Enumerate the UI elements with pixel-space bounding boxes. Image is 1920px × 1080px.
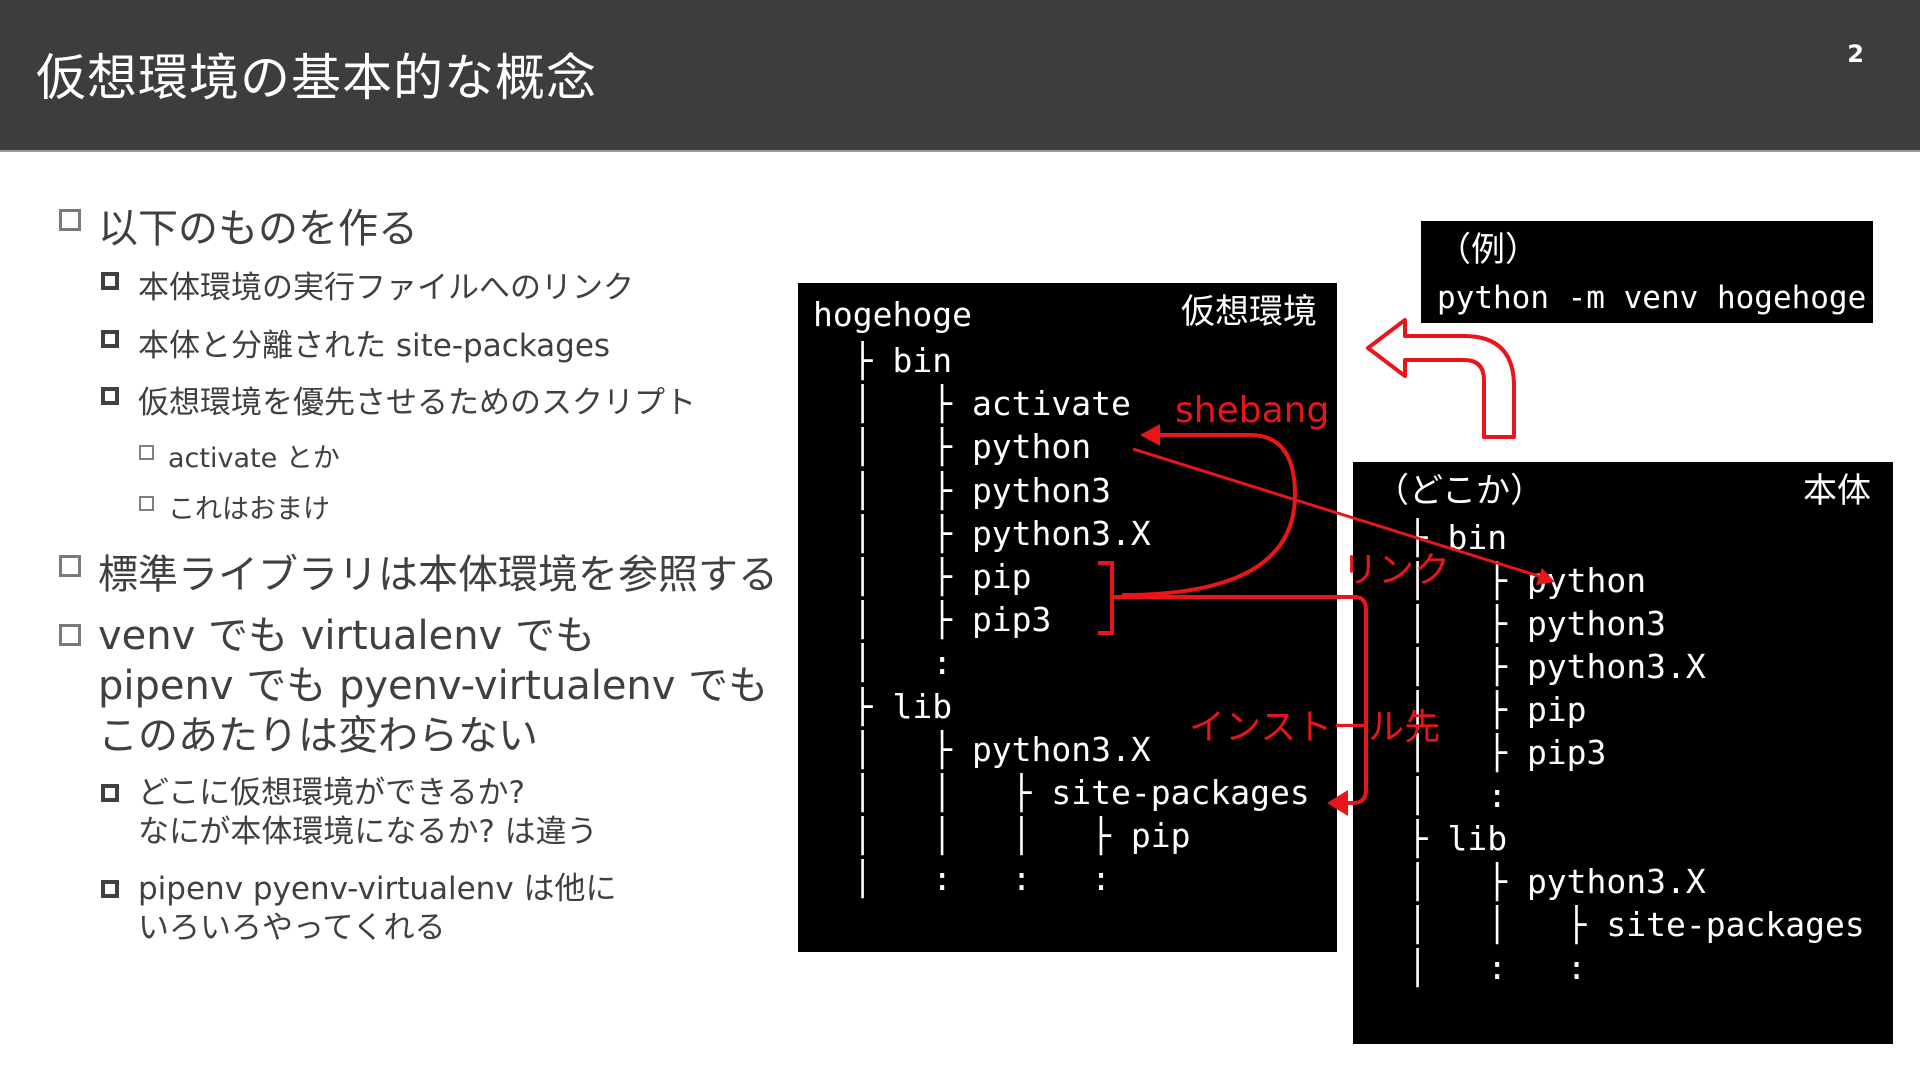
base-tree-line: ├ bin — [1368, 518, 1508, 557]
bullet-square-icon — [101, 784, 119, 802]
pip-bracket — [1098, 561, 1114, 635]
install-arrow — [1112, 595, 1368, 805]
base-tree-line: │ ├ pip — [1368, 690, 1587, 729]
base-tree-line: │ : — [1368, 776, 1508, 815]
bullet-text-line: いろいろやってくれる — [138, 909, 446, 946]
shebang-arrowhead-icon — [1140, 424, 1160, 446]
venv-tree-line: │ : : : — [813, 859, 1112, 899]
bullet-square-icon — [101, 272, 119, 290]
venv-tree-line: │ ├ pip3 — [813, 600, 1052, 640]
link-annotation: リンク — [1342, 550, 1451, 591]
base-tree-line: ├ lib — [1368, 819, 1508, 858]
bullet-square-icon — [59, 624, 81, 646]
bullet-text: これはおまけ — [168, 494, 330, 525]
bullet-square-icon — [101, 880, 119, 898]
venv-tag: 仮想環境 — [1181, 292, 1317, 332]
venv-tree-line: ├ bin — [813, 341, 953, 380]
venv-tree-line: │ ├ python3.X — [813, 513, 1151, 553]
shebang-annotation: shebang — [1175, 390, 1330, 431]
base-tree-line: │ │ ├ site-packages — [1368, 905, 1865, 944]
venv-tree-line: │ ├ python3.X — [813, 729, 1151, 769]
u-turn-arrow-icon — [1366, 318, 1516, 439]
bullet-text-line: pipenv でも pyenv-virtualenv でも — [98, 663, 769, 709]
venv-tree-line: │ ├ activate — [813, 384, 1131, 424]
page-number: 2 — [1847, 40, 1864, 68]
base-tree-line: │ ├ python — [1368, 561, 1647, 600]
bullet-text-line: venv でも virtualenv でも — [98, 613, 595, 659]
bullet-stdlib: 標準ライブラリは本体環境を参照する — [59, 542, 778, 600]
venv-tree-line: │ │ │ ├ pip — [813, 816, 1191, 856]
bullet-link: 本体環境の実行ファイルへのリンク — [101, 262, 634, 307]
bullet-text: 標準ライブラリは本体環境を参照する — [98, 552, 778, 598]
bullet-text-line: どこに仮想環境ができるか? — [138, 775, 525, 811]
slide-header: 仮想環境の基本的な概念 2 — [0, 0, 1920, 152]
venv-tree-line: │ ├ pip — [813, 557, 1032, 596]
example-label: （例） — [1437, 230, 1539, 270]
shebang-arrow — [1121, 433, 1298, 597]
example-command-box: （例） python -m venv hogehoge — [1421, 221, 1873, 323]
bullet-site-packages: 本体と分離された site-packages — [101, 320, 611, 365]
bullet-square-icon — [101, 387, 119, 405]
bullet-tools: venv でも virtualenv でも pipenv でも pyenv-vi… — [59, 611, 769, 761]
venv-tree-line: │ │ ├ site-packages — [813, 773, 1310, 812]
bullet-bonus: これはおまけ — [139, 487, 330, 526]
bullet-square-icon — [59, 209, 81, 231]
bullet-activate: activate とか — [139, 436, 340, 475]
bullet-square-icon — [139, 496, 154, 511]
bullet-make: 以下のものを作る — [59, 196, 418, 254]
link-arrowhead-icon — [1536, 568, 1555, 585]
bullet-text: activate とか — [168, 443, 340, 474]
venv-tree-line: │ ├ python — [813, 427, 1092, 467]
venv-tree-line: ├ lib — [813, 686, 953, 726]
venv-tree-line: │ : — [813, 643, 953, 683]
bullet-pipenv: pipenv pyenv-virtualenv は他に いろいろやってくれる — [101, 870, 617, 948]
bullet-square-icon — [59, 555, 81, 577]
bullet-text: 本体環境の実行ファイルへのリンク — [138, 270, 634, 306]
bullet-text: 仮想環境を優先させるためのスクリプト — [138, 385, 696, 421]
base-root-name: （どこか） — [1375, 471, 1544, 511]
base-tree-line: │ ├ pip3 — [1368, 733, 1607, 772]
base-tree-line: │ ├ python3 — [1368, 604, 1667, 643]
base-tree-line: │ ├ python3.X — [1368, 862, 1706, 901]
bullet-script: 仮想環境を優先させるためのスクリプト — [101, 377, 696, 422]
bullet-text-line: このあたりは変わらない — [98, 713, 538, 759]
bullet-text: 本体と分離された site-packages — [138, 328, 611, 364]
bullet-square-icon — [139, 445, 154, 460]
install-arrowhead-icon — [1327, 790, 1348, 816]
venv-tree-box: hogehoge 仮想環境 ├ bin │ ├ activate │ ├ pyt… — [798, 283, 1337, 952]
bullet-text: 以下のものを作る — [98, 206, 418, 252]
example-command: python -m venv hogehoge — [1437, 280, 1867, 316]
base-tag: 本体 — [1803, 471, 1871, 511]
base-tree-line: │ ├ python3.X — [1368, 647, 1706, 686]
slide-title: 仮想環境の基本的な概念 — [36, 49, 597, 107]
bullet-text-line: pipenv pyenv-virtualenv は他に — [138, 871, 617, 907]
install-target-annotation: インストール先 — [1189, 707, 1441, 748]
venv-tree-line: │ ├ python3 — [813, 470, 1112, 510]
bullet-where: どこに仮想環境ができるか? なにが本体環境になるか? は違う — [101, 774, 598, 852]
bullet-text-line: なにが本体環境になるか? は違う — [138, 813, 598, 850]
venv-root-name: hogehoge — [813, 295, 972, 334]
bullet-square-icon — [101, 330, 119, 348]
link-arrow — [1132, 447, 1546, 580]
base-tree-box: （どこか） 本体 ├ bin │ ├ python │ ├ python3 │ … — [1353, 462, 1893, 1044]
base-tree-line: │ : : — [1368, 948, 1587, 987]
